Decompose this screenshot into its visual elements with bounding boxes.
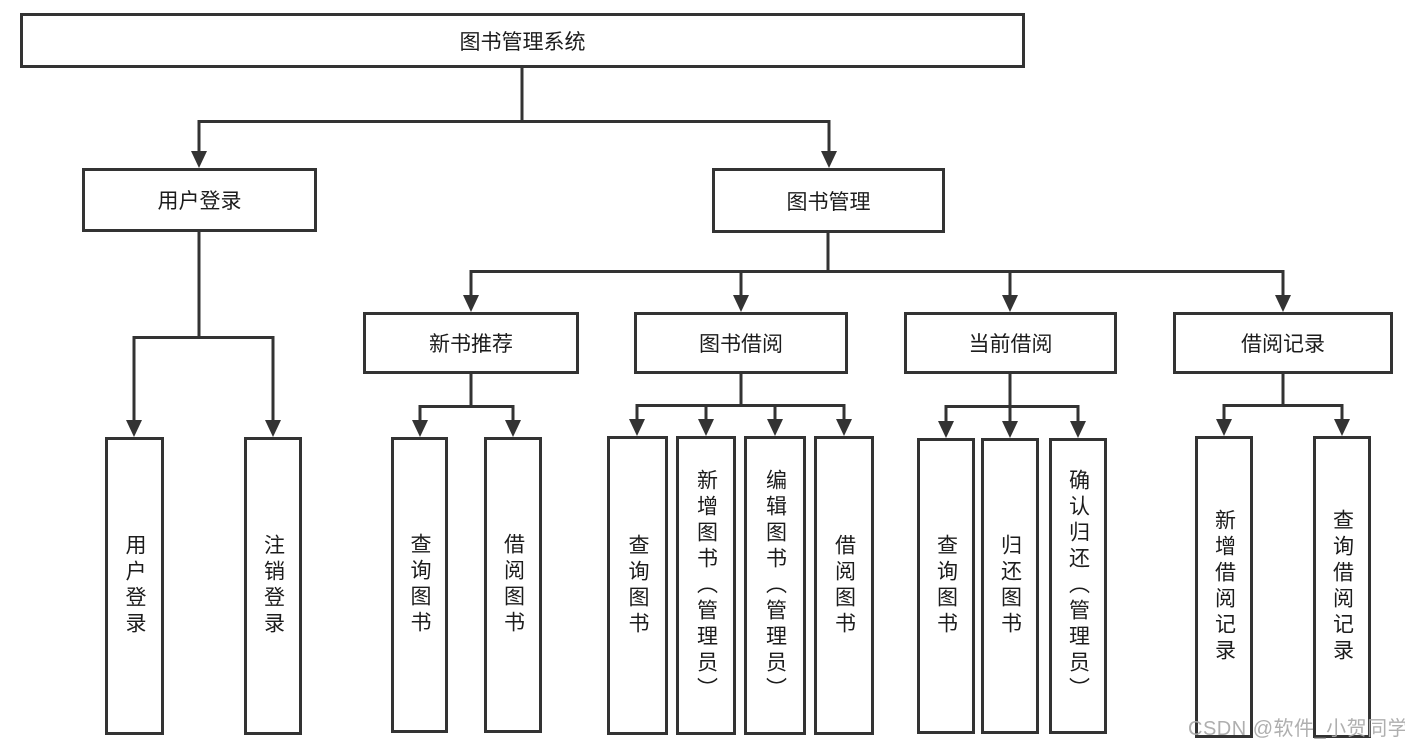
leaf-label: 编辑图书（管理员） xyxy=(763,468,787,703)
node-label: 图书管理系统 xyxy=(459,30,586,54)
leaf-label: 用户登录 xyxy=(123,534,146,638)
leaf-query-borrow-record: 查询借阅记录 xyxy=(1313,436,1371,738)
node-label: 用户登录 xyxy=(157,190,242,213)
node-book-management: 图书管理 xyxy=(712,168,945,233)
leaf-add-borrow-record: 新增借阅记录 xyxy=(1195,436,1253,738)
node-new-book-recommendation: 新书推荐 xyxy=(363,312,579,374)
node-library-management-system: 图书管理系统 xyxy=(20,13,1025,68)
leaf-edit-books-admin: 编辑图书（管理员） xyxy=(744,436,806,735)
node-label: 图书管理 xyxy=(786,190,871,214)
leaf-confirm-return-admin: 确认归还（管理员） xyxy=(1049,438,1107,734)
node-label: 借阅记录 xyxy=(1241,333,1325,356)
leaf-label: 确认归还（管理员） xyxy=(1066,469,1090,703)
leaf-label: 新增借阅记录 xyxy=(1212,509,1236,665)
leaf-label: 查询借阅记录 xyxy=(1330,509,1354,665)
leaf-label: 新增图书（管理员） xyxy=(694,468,718,703)
csdn-watermark: CSDN @软件_小贺同学 xyxy=(1188,718,1405,740)
leaf-logout: 注销登录 xyxy=(244,437,302,735)
node-label: 当前借阅 xyxy=(968,333,1053,356)
leaf-query-books-current: 查询图书 xyxy=(917,438,975,734)
leaf-label: 借阅图书 xyxy=(501,533,525,637)
node-current-borrowing: 当前借阅 xyxy=(904,312,1117,374)
node-label: 新书推荐 xyxy=(429,333,513,356)
leaf-query-books-recommend: 查询图书 xyxy=(391,437,448,733)
leaf-user-login: 用户登录 xyxy=(105,437,164,735)
leaf-return-books: 归还图书 xyxy=(981,438,1039,734)
leaf-label: 归还图书 xyxy=(998,534,1022,638)
leaf-borrow-books-recommend: 借阅图书 xyxy=(484,437,542,733)
node-borrow-records: 借阅记录 xyxy=(1173,312,1393,374)
leaf-label: 借阅图书 xyxy=(832,533,856,638)
node-user-login: 用户登录 xyxy=(82,168,317,232)
node-book-borrowing: 图书借阅 xyxy=(634,312,848,374)
leaf-borrow-books: 借阅图书 xyxy=(814,436,874,735)
leaf-add-books-admin: 新增图书（管理员） xyxy=(676,436,736,735)
leaf-query-books-borrowing: 查询图书 xyxy=(607,436,668,735)
leaf-label: 查询图书 xyxy=(626,533,649,638)
leaf-label: 查询图书 xyxy=(934,534,958,638)
leaf-label: 查询图书 xyxy=(408,533,431,637)
node-label: 图书借阅 xyxy=(699,333,783,356)
leaf-label: 注销登录 xyxy=(261,534,285,638)
